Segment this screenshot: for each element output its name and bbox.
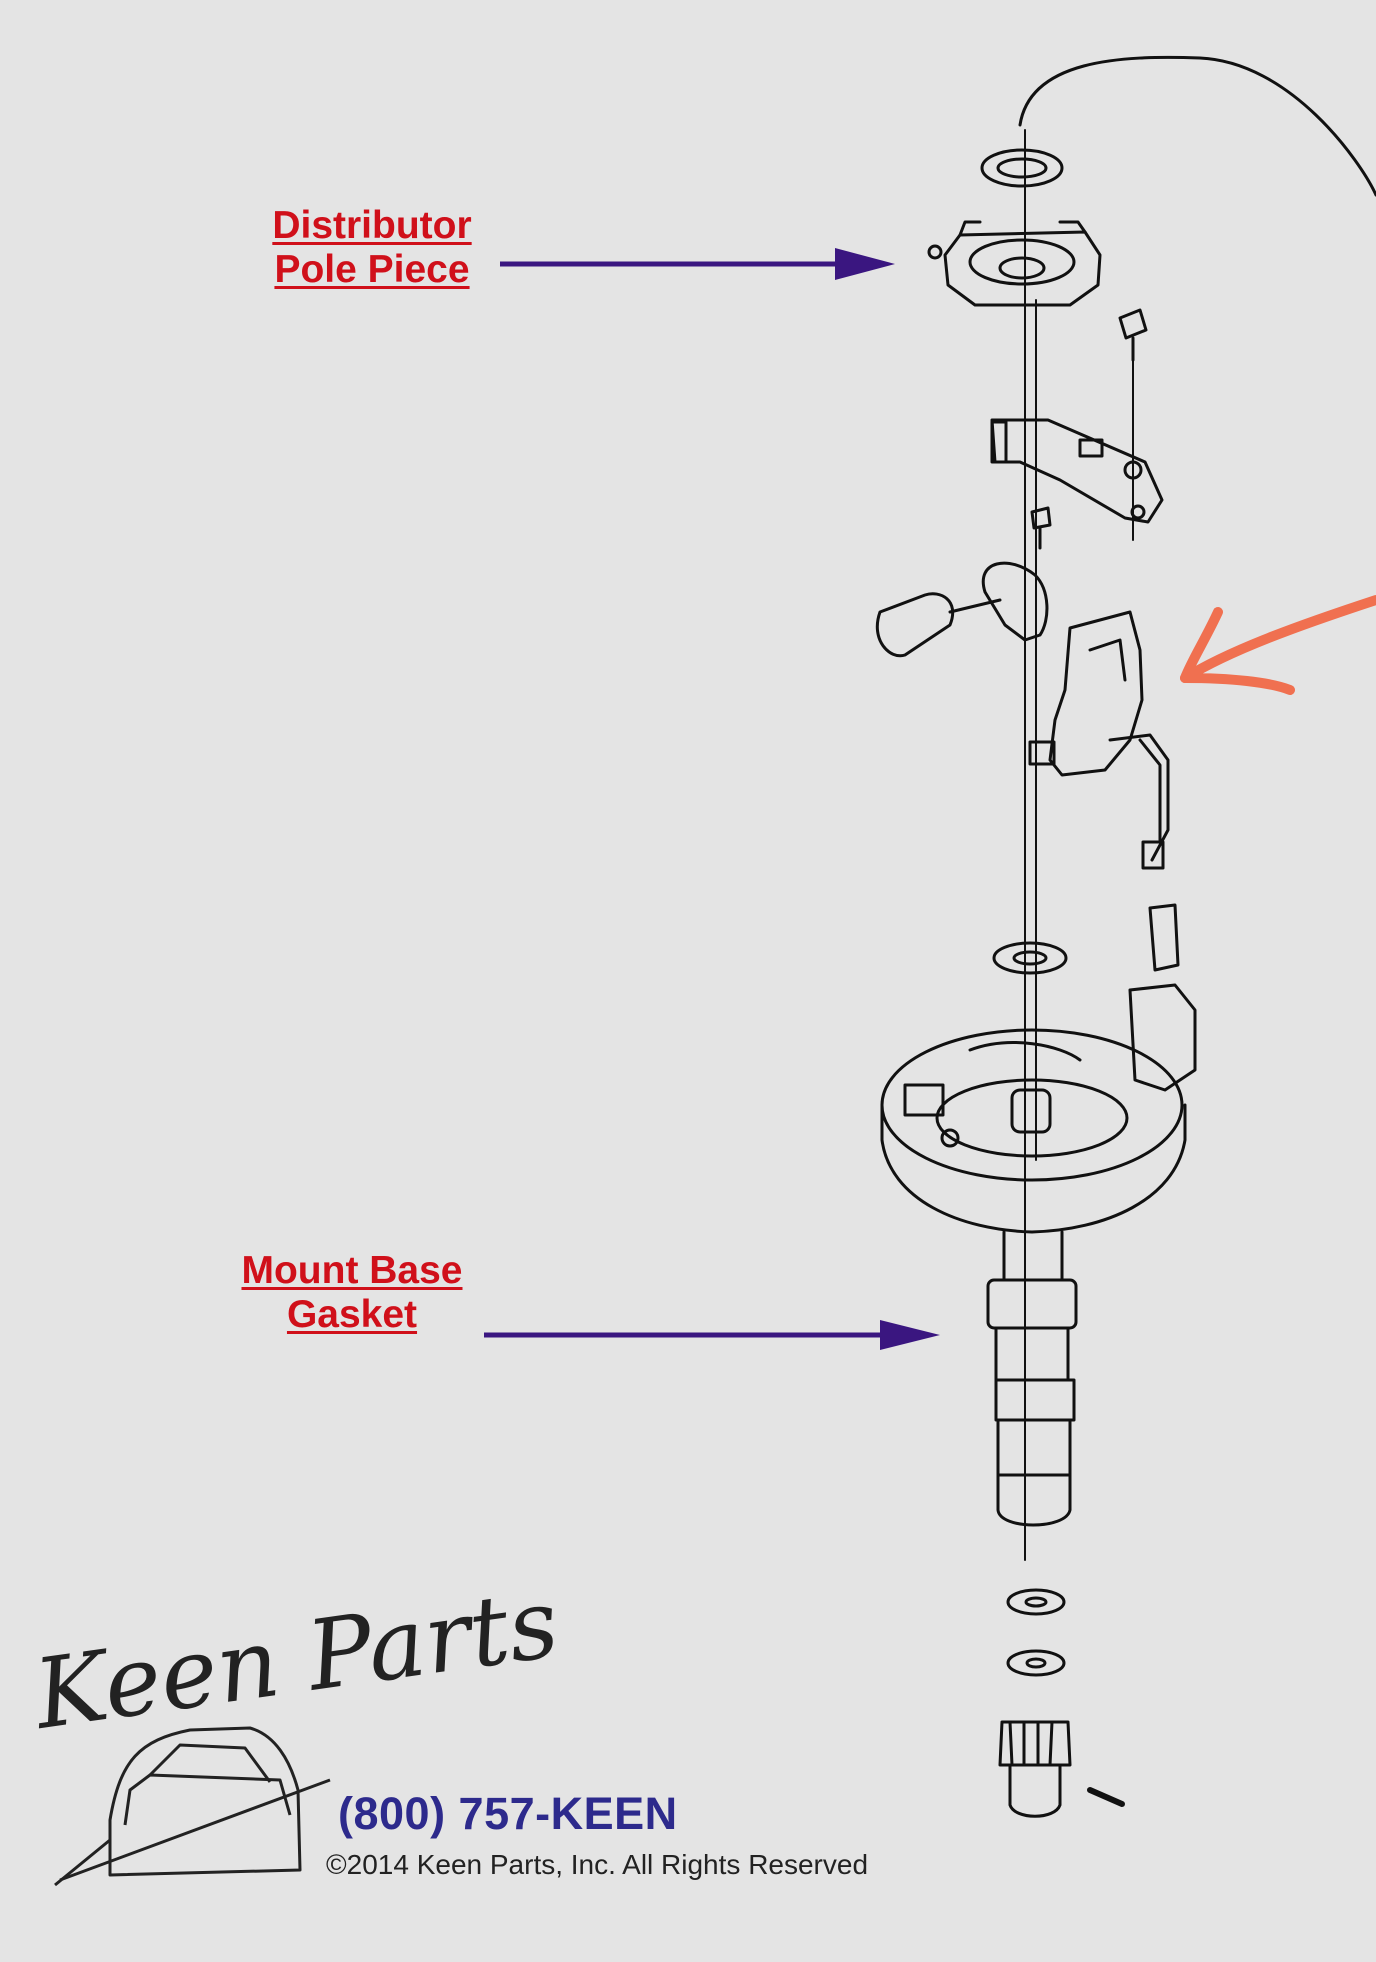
lower-washer-part-2 [1006,1649,1066,1677]
c-clip-part [980,148,1064,188]
washer-part [992,941,1068,975]
distributor-pole-piece-link[interactable]: Distributor Pole Piece [262,204,482,292]
arrow-mount-base-gasket [484,1320,940,1350]
phone-number: (800) 757-KEEN [338,1788,678,1839]
distributor-housing-part [880,1028,1187,1234]
copyright-notice: ©2014 Keen Parts, Inc. All Rights Reserv… [326,1849,869,1880]
mount-base-gasket-line1[interactable]: Mount Base [241,1249,463,1292]
capacitor-part [875,561,1049,658]
distributor-pole-piece-line2[interactable]: Pole Piece [274,248,470,291]
screw-part-2 [1030,506,1052,550]
mount-base-gasket-link[interactable]: Mount Base Gasket [232,1249,472,1337]
distributor-pole-piece-line1[interactable]: Distributor [272,204,472,247]
orange-annotation-arrow [1180,595,1376,695]
mount-base-gasket-line2[interactable]: Gasket [286,1293,418,1336]
distributor-shaft-part [986,1230,1078,1527]
pickup-module-part [990,418,1164,524]
arrow-pole-piece [500,248,895,280]
roll-pin-part [1087,1787,1125,1807]
lower-washer-part-1 [1006,1588,1066,1616]
drive-gear-part [998,1720,1072,1818]
pickup-coil-part [1028,610,1170,870]
screw-part-1 [1118,308,1148,362]
connector-part [1128,903,1197,1092]
pole-piece-part [927,220,1102,307]
wire-lead [1018,55,1376,197]
car-sketch-logo [54,1726,331,1887]
